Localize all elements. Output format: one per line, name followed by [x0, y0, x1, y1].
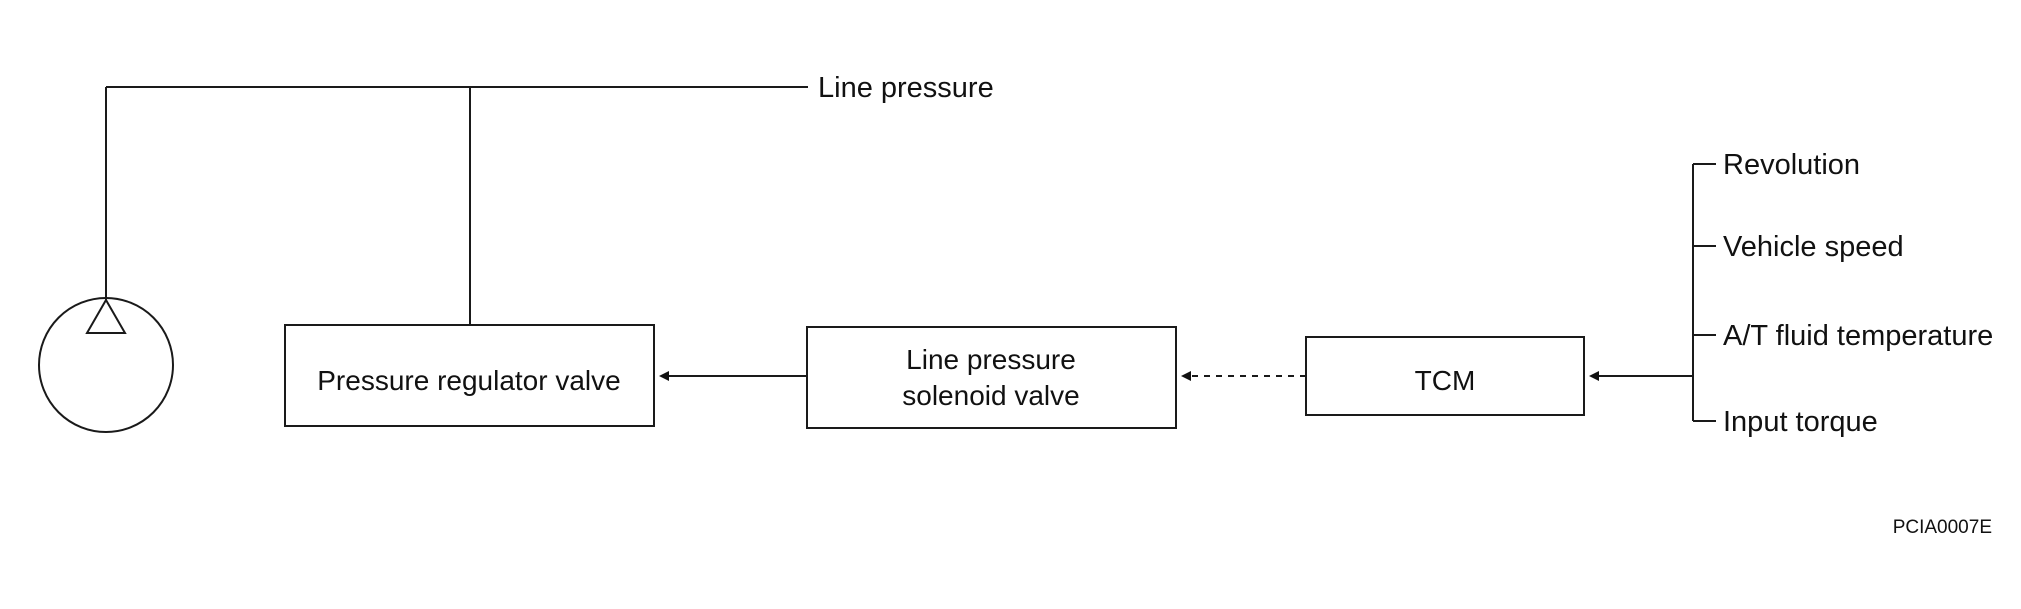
tcm-box: [1305, 336, 1585, 416]
figure-code: PCIA0007E: [1893, 517, 1992, 538]
pump-triangle-icon: [85, 297, 127, 334]
input-label-vehicle-speed: Vehicle speed: [1723, 231, 1904, 263]
pressure-regulator-valve-label: Pressure regulator valve: [317, 365, 620, 396]
input-label-revolution: Revolution: [1723, 149, 1860, 181]
input-signals-bracket: [1692, 163, 1716, 422]
tcm-label: TCM: [1415, 365, 1476, 396]
tcm-node: TCM: [1305, 336, 1585, 416]
oil-pump-symbol: [38, 297, 174, 433]
pressure-regulator-valve-node: Pressure regulator valve: [284, 324, 655, 427]
solenoid-valve-label-line-1: Line pressure: [906, 344, 1076, 375]
pressure-regulator-valve-box: [284, 324, 655, 427]
input-label-input-torque: Input torque: [1723, 406, 1878, 438]
line-pressure-solenoid-valve-node: Line pressure solenoid valve: [806, 326, 1177, 429]
input-label-at-fluid-temperature: A/T fluid temperature: [1723, 320, 1993, 352]
line-pressure-lines: [105, 86, 808, 325]
solenoid-valve-label-line-2: solenoid valve: [902, 380, 1079, 411]
line-pressure-label: Line pressure: [818, 72, 994, 104]
line-pressure-solenoid-valve-box: [806, 326, 1177, 429]
pump-circle: [38, 297, 174, 433]
